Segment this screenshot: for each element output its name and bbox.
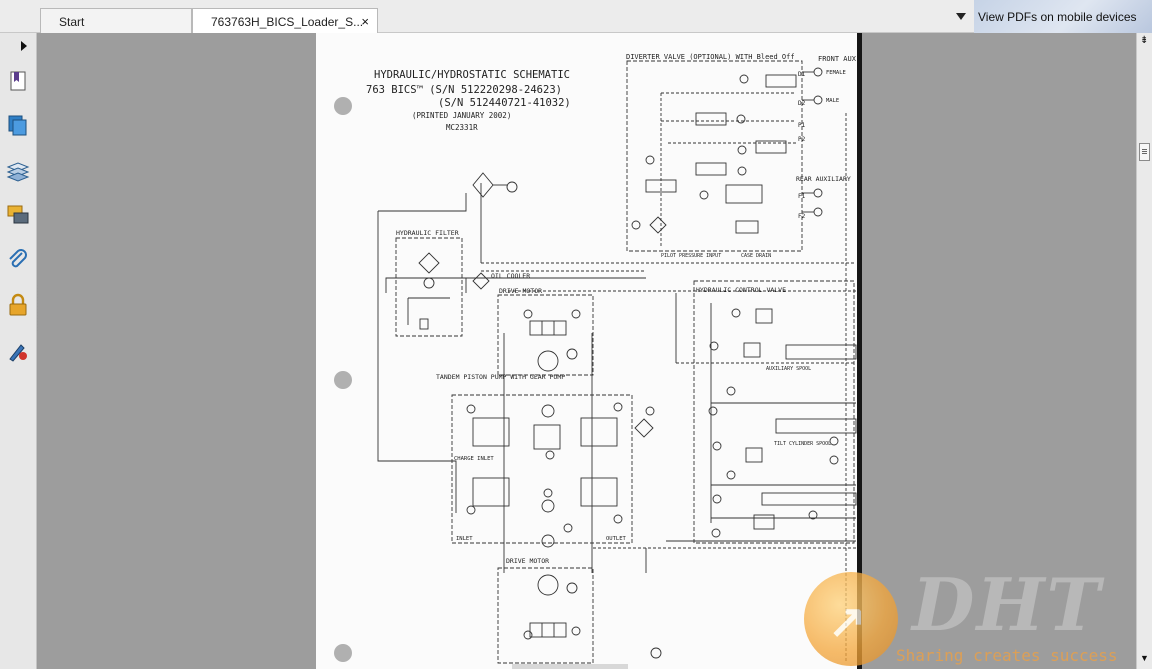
label-p1: P1	[798, 122, 806, 129]
attachments-icon[interactable]	[6, 248, 30, 272]
label-f2: F2	[798, 213, 806, 220]
label-hydraulic-filter: HYDRAULIC FILTER	[396, 229, 459, 237]
label-d2: D2	[798, 100, 806, 107]
label-case-drain: CASE DRAIN	[741, 253, 771, 259]
watermark-slogan: Sharing creates success	[896, 646, 1118, 665]
label-male: MALE	[826, 98, 839, 104]
expand-pane-icon[interactable]	[21, 41, 27, 51]
tab-document-label: 763763H_BICS_Loader_S...	[211, 15, 364, 29]
navigation-pane-toolbar	[0, 33, 37, 669]
layers-icon[interactable]	[6, 159, 30, 183]
label-auxiliary-spool: AUXILIARY SPOOL	[766, 366, 811, 372]
label-pilot-pressure: PILOT PRESSURE INPUT	[661, 253, 721, 259]
watermark: ↗ DHT Sharing creates success	[804, 562, 1152, 669]
signatures-icon[interactable]	[6, 339, 30, 363]
security-icon[interactable]	[6, 293, 30, 317]
mobile-promo-button[interactable]: View PDFs on mobile devices	[956, 0, 1152, 33]
label-rear-aux: REAR AUXILIARY	[796, 175, 851, 183]
label-charge-inlet: CHARGE INLET	[454, 456, 494, 462]
tab-document[interactable]: 763763H_BICS_Loader_S... ×	[192, 8, 378, 33]
label-tandem-pump: TANDEM PISTON PUMP WITH GEAR PUMP	[436, 373, 565, 381]
scroll-down-icon[interactable]: ▼	[1140, 653, 1149, 663]
pdf-page: HYDRAULIC/HYDROSTATIC SCHEMATIC 763 BICS…	[316, 33, 862, 669]
label-front-aux: FRONT AUX	[818, 55, 857, 63]
horizontal-scrollbar[interactable]	[512, 664, 628, 669]
label-outlet: OUTLET	[606, 536, 627, 542]
scrollbar-thumb[interactable]	[1139, 143, 1150, 161]
bookmarks-icon[interactable]	[6, 69, 30, 93]
label-control-valve: HYDRAULIC CONTROL VALVE	[696, 286, 786, 294]
tab-bar: Start 763763H_BICS_Loader_S... × View PD…	[0, 0, 1152, 33]
watermark-logo-text: DHT	[912, 562, 1103, 647]
schematic-title-5: MC2331R	[446, 123, 478, 132]
close-tab-icon[interactable]: ×	[361, 14, 369, 29]
label-d1: D1	[798, 71, 806, 78]
schematic-title-1: HYDRAULIC/HYDROSTATIC SCHEMATIC	[374, 69, 570, 81]
vertical-scrollbar[interactable]: ⇟ ▼	[1136, 33, 1152, 669]
label-drive-motor-bottom: DRIVE MOTOR	[506, 557, 549, 565]
comments-icon[interactable]	[6, 203, 30, 227]
pages-icon[interactable]	[6, 113, 30, 137]
document-viewport[interactable]: HYDRAULIC/HYDROSTATIC SCHEMATIC 763 BICS…	[38, 33, 1136, 669]
split-view-icon[interactable]: ⇟	[1140, 35, 1149, 46]
label-diverter: DIVERTER VALVE (OPTIONAL) WITH Bleed Off	[626, 53, 795, 61]
watermark-logo-icon: ↗	[804, 572, 898, 666]
schematic-title-3: (S/N 512440721-41032)	[438, 97, 571, 109]
hydraulic-schematic: HYDRAULIC/HYDROSTATIC SCHEMATIC 763 BICS…	[334, 53, 857, 664]
label-tilt-spool: TILT CYLINDER SPOOL	[774, 441, 831, 447]
label-p2: P2	[798, 136, 806, 143]
mobile-promo-label: View PDFs on mobile devices	[978, 10, 1137, 24]
schematic-title-4: (PRINTED JANUARY 2002)	[412, 111, 511, 120]
label-female: FEMALE	[826, 70, 846, 76]
label-oil-cooler: OIL COOLER	[491, 272, 530, 280]
schematic-title-2: 763 BICS™ (S/N 512220298-24623)	[366, 84, 562, 96]
tab-start-label: Start	[59, 15, 85, 29]
dropdown-arrow-icon[interactable]	[956, 13, 966, 20]
label-f1: F1	[798, 193, 806, 200]
label-drive-motor-top: DRIVE MOTOR	[499, 287, 542, 295]
tab-start[interactable]: Start	[40, 8, 192, 33]
label-inlet: INLET	[456, 536, 473, 542]
